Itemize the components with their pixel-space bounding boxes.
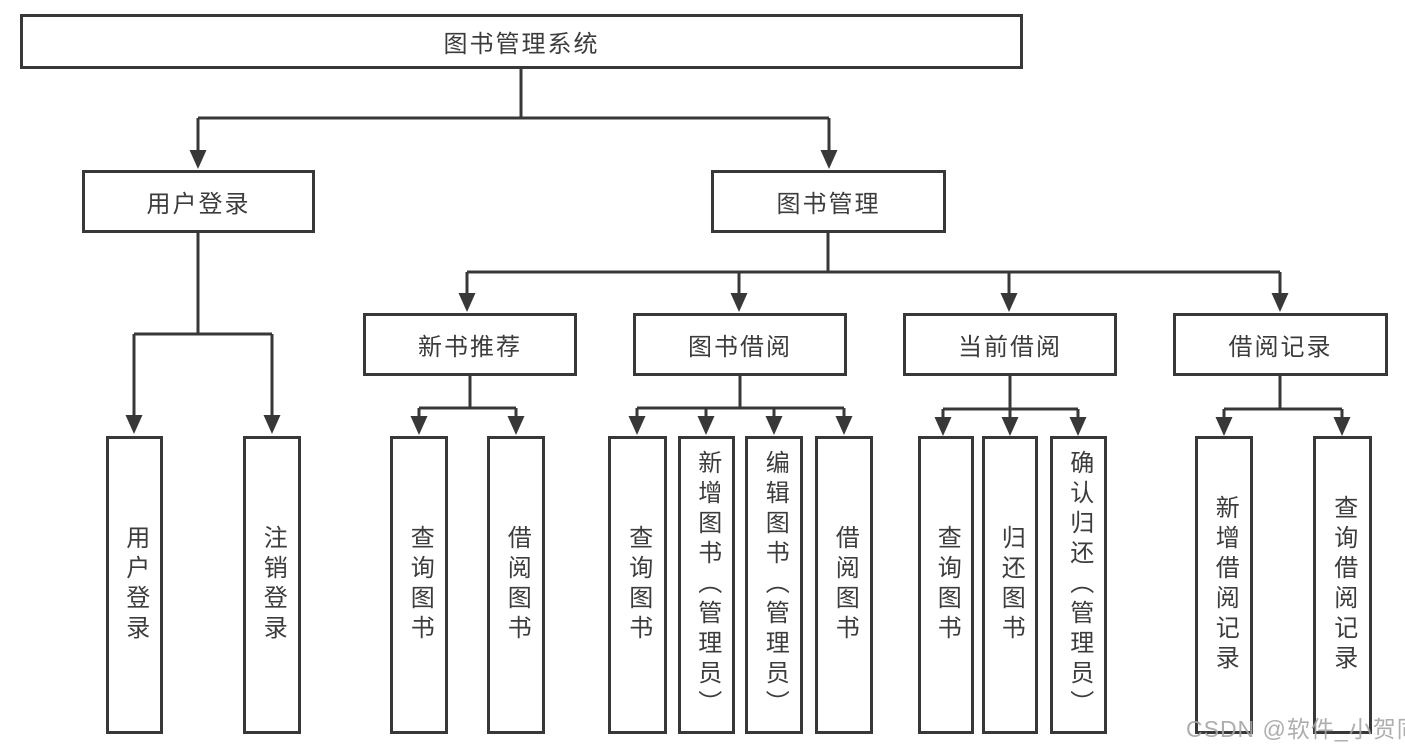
leaf-return-book: 归还图书 bbox=[982, 436, 1038, 734]
leaf-query-borrow-record: 查询借阅记录 bbox=[1313, 436, 1372, 734]
leaf-borrow-book-1-label: 借阅图书 bbox=[503, 525, 531, 645]
leaf-query-book-1-label: 查询图书 bbox=[406, 525, 434, 645]
leaf-borrow-book-1: 借阅图书 bbox=[487, 436, 545, 734]
leaf-return-book-label: 归还图书 bbox=[997, 525, 1025, 645]
leaf-confirm-return-admin: 确认归还（管理员） bbox=[1050, 436, 1107, 734]
leaf-logout-label: 注销登录 bbox=[259, 525, 287, 645]
leaf-query-borrow-record-label: 查询借阅记录 bbox=[1329, 495, 1357, 675]
leaf-borrow-book-2-label: 借阅图书 bbox=[831, 525, 859, 645]
leaf-add-borrow-record: 新增借阅记录 bbox=[1195, 436, 1253, 734]
node-root-system: 图书管理系统 bbox=[20, 14, 1023, 69]
leaf-add-book-admin-label: 新增图书（管理员） bbox=[693, 450, 721, 720]
node-root-label: 图书管理系统 bbox=[443, 31, 600, 58]
node-book-management: 图书管理 bbox=[711, 170, 946, 233]
leaf-query-book-2: 查询图书 bbox=[608, 436, 667, 734]
leaf-logout: 注销登录 bbox=[243, 436, 301, 734]
node-user-login: 用户登录 bbox=[82, 170, 315, 233]
leaf-query-book-1: 查询图书 bbox=[390, 436, 448, 734]
node-book-management-label: 图书管理 bbox=[776, 191, 881, 218]
leaf-query-book-3-label: 查询图书 bbox=[933, 525, 961, 645]
leaf-add-borrow-record-label: 新增借阅记录 bbox=[1211, 495, 1239, 675]
node-book-borrow: 图书借阅 bbox=[633, 313, 847, 376]
node-current-borrow-label: 当前借阅 bbox=[958, 334, 1062, 361]
node-new-book-recommend-label: 新书推荐 bbox=[418, 334, 522, 361]
leaf-edit-book-admin-label: 编辑图书（管理员） bbox=[761, 450, 789, 720]
leaf-query-book-3: 查询图书 bbox=[918, 436, 974, 734]
node-borrow-record: 借阅记录 bbox=[1173, 313, 1388, 376]
node-new-book-recommend: 新书推荐 bbox=[363, 313, 577, 376]
leaf-query-book-2-label: 查询图书 bbox=[624, 525, 652, 645]
leaf-borrow-book-2: 借阅图书 bbox=[815, 436, 873, 734]
leaf-user-login-label: 用户登录 bbox=[121, 525, 149, 645]
node-book-borrow-label: 图书借阅 bbox=[688, 334, 792, 361]
node-current-borrow: 当前借阅 bbox=[903, 313, 1117, 376]
node-borrow-record-label: 借阅记录 bbox=[1228, 334, 1333, 361]
leaf-user-login: 用户登录 bbox=[106, 436, 163, 734]
node-user-login-label: 用户登录 bbox=[146, 191, 251, 218]
leaf-confirm-return-admin-label: 确认归还（管理员） bbox=[1065, 450, 1093, 720]
leaf-edit-book-admin: 编辑图书（管理员） bbox=[745, 436, 803, 734]
csdn-watermark: CSDN @软件_小贺同学 bbox=[1186, 716, 1405, 742]
leaf-add-book-admin: 新增图书（管理员） bbox=[678, 436, 735, 734]
